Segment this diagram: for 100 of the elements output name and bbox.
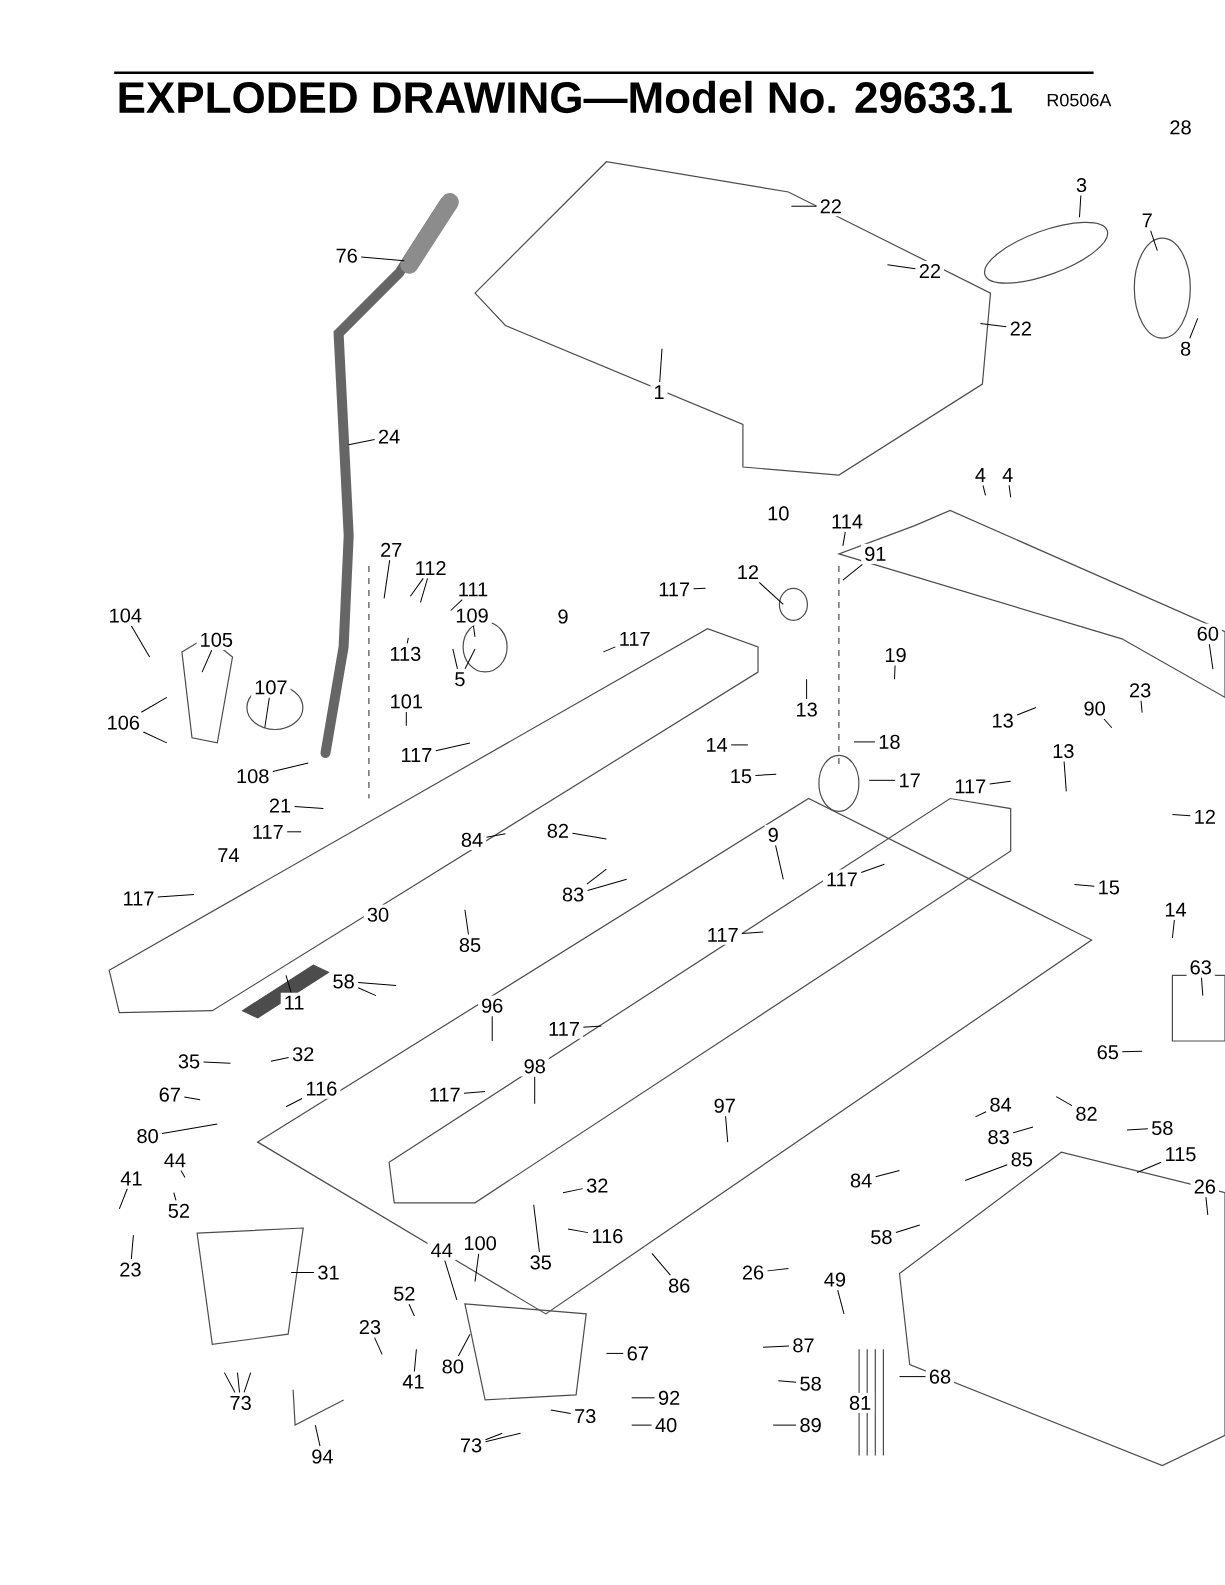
leader-line <box>130 1234 134 1260</box>
leader-line <box>899 1376 926 1378</box>
drawing-code: R0506A <box>1047 93 1112 107</box>
leader-line <box>1171 919 1175 939</box>
callout-number: 67 <box>155 1084 184 1105</box>
leader-line <box>452 648 458 670</box>
callout-number: 84 <box>457 829 487 850</box>
leader-line <box>405 711 407 727</box>
leader-line <box>842 531 846 547</box>
callout-number: 117 <box>822 869 861 890</box>
callout-number: 85 <box>1007 1149 1036 1170</box>
leader-line <box>286 831 302 833</box>
callout-number: 21 <box>265 795 295 816</box>
callout-number: 117 <box>119 888 158 909</box>
leader-line <box>693 587 706 590</box>
leader-line <box>1063 761 1067 792</box>
callout-number: 116 <box>302 1078 341 1099</box>
leader-line <box>485 1432 521 1443</box>
leader-line <box>1205 1196 1209 1216</box>
leader-line <box>550 1409 572 1414</box>
leader-line <box>534 1076 536 1105</box>
leader-line <box>140 696 168 713</box>
callout-number: 73 <box>571 1405 600 1427</box>
callout-number: 13 <box>792 699 821 720</box>
callout-number: 32 <box>583 1175 612 1196</box>
leader-line <box>979 322 1007 328</box>
leader-line <box>1121 1050 1143 1053</box>
leader-line <box>485 1432 503 1441</box>
callout-number: 117 <box>655 579 694 600</box>
callout-number: 87 <box>789 1335 818 1356</box>
leader-line <box>1189 317 1199 339</box>
callout-number: 27 <box>377 539 406 560</box>
leader-line <box>157 894 195 898</box>
callout-number: 117 <box>615 628 654 649</box>
leader-line <box>875 1169 900 1178</box>
callout-number: 117 <box>703 925 742 945</box>
leader-line <box>868 779 896 781</box>
callout-number: 83 <box>559 884 588 905</box>
leader-line <box>1055 1096 1073 1107</box>
callout-number: 92 <box>655 1387 684 1408</box>
callout-number: 112 <box>411 558 450 578</box>
callout-number: 84 <box>847 1170 876 1191</box>
callout-number: 41 <box>117 1168 146 1189</box>
callout-number: 9 <box>764 824 782 845</box>
leader-line <box>457 1333 471 1357</box>
callout-number: 8 <box>1177 338 1195 359</box>
callout-number: 22 <box>915 260 945 281</box>
callout-number: 111 <box>454 579 492 600</box>
callout-number: 81 <box>846 1392 875 1413</box>
leader-line <box>450 599 463 611</box>
leader-line <box>374 1337 383 1355</box>
leader-line <box>587 878 628 891</box>
leader-line <box>894 665 896 680</box>
callout-number: 86 <box>665 1275 694 1296</box>
callout-number: 28 <box>1166 117 1195 138</box>
callout-number: 117 <box>545 1019 583 1039</box>
callout-number: 113 <box>386 643 425 664</box>
leader-line <box>586 868 607 885</box>
callout-number: 73 <box>456 1435 486 1456</box>
leader-line <box>474 1253 480 1283</box>
leader-line <box>491 1015 493 1042</box>
leader-line <box>1016 707 1037 716</box>
leader-line <box>1150 230 1158 252</box>
leader-line <box>348 439 376 446</box>
leader-line <box>562 1188 584 1194</box>
callout-number: 84 <box>986 1094 1015 1115</box>
callout-number: 60 <box>1193 623 1222 644</box>
leader-line <box>406 637 409 644</box>
leader-line <box>777 1380 797 1383</box>
callout-number: 40 <box>652 1415 681 1436</box>
callout-number: 94 <box>308 1446 337 1467</box>
leader-line <box>223 1372 236 1393</box>
callout-number: 22 <box>1006 318 1035 339</box>
leader-line <box>130 625 151 658</box>
leader-line <box>1171 814 1191 817</box>
callout-number: 26 <box>738 1262 768 1283</box>
leader-line <box>357 982 397 986</box>
callout-number: 91 <box>861 543 890 564</box>
callout-number: 31 <box>314 1262 343 1283</box>
leader-line <box>420 577 429 603</box>
callout-number: 98 <box>520 1056 549 1077</box>
callout-number: 89 <box>796 1415 825 1436</box>
leader-line <box>409 577 424 597</box>
leader-line <box>725 1115 729 1143</box>
callout-number: 100 <box>460 1233 500 1254</box>
callout-number: 35 <box>526 1252 555 1273</box>
leader-line <box>173 1192 177 1201</box>
callout-number: 80 <box>438 1356 467 1377</box>
leader-line <box>730 744 749 746</box>
leader-line <box>741 931 764 934</box>
callout-number: 35 <box>174 1051 204 1072</box>
callout-number: 83 <box>984 1127 1013 1148</box>
leader-line <box>360 256 405 262</box>
callout-number: 3 <box>1072 174 1091 196</box>
leader-line <box>631 1397 656 1399</box>
leader-line <box>775 844 784 880</box>
callout-number: 52 <box>390 1283 419 1304</box>
callout-number: 85 <box>455 934 485 956</box>
leader-line <box>1140 700 1143 714</box>
leader-line <box>837 1289 845 1315</box>
